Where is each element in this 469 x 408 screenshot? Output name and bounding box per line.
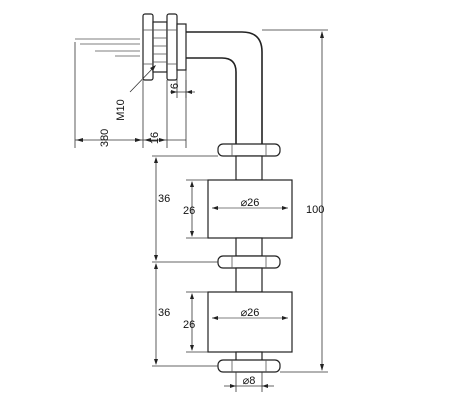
dimension-horizontal (74, 42, 187, 148)
dimension-float-spacing (152, 155, 218, 367)
dimension-float-heights (186, 179, 208, 353)
float-1 (207, 179, 293, 239)
label-float2-spacing: 36 (158, 307, 170, 319)
label-stem-diameter: ⌀8 (243, 375, 256, 387)
label-nut-thickness: 6 (169, 83, 181, 89)
bent-tube (186, 31, 263, 144)
dimension-nut (170, 70, 195, 98)
label-cable-length: 380 (99, 129, 111, 147)
bottom-collar (217, 351, 281, 373)
top-collar (217, 143, 281, 181)
label-float1-spacing: 36 (158, 193, 170, 205)
dimension-stem (224, 372, 274, 392)
label-float2-height: 26 (183, 319, 195, 331)
label-float2-diameter: ⌀26 (241, 307, 260, 319)
label-total-length: 100 (306, 204, 324, 216)
threaded-fitting (142, 13, 187, 81)
dimension-total-length (262, 29, 328, 373)
label-float1-height: 26 (183, 205, 195, 217)
cable-wires (75, 38, 140, 57)
float-2 (207, 291, 293, 353)
middle-collar (217, 237, 281, 293)
leader-m10 (129, 65, 156, 93)
label-thread-length: 16 (149, 132, 161, 144)
label-m10: M10 (115, 99, 127, 120)
label-float1-diameter: ⌀26 (241, 197, 260, 209)
